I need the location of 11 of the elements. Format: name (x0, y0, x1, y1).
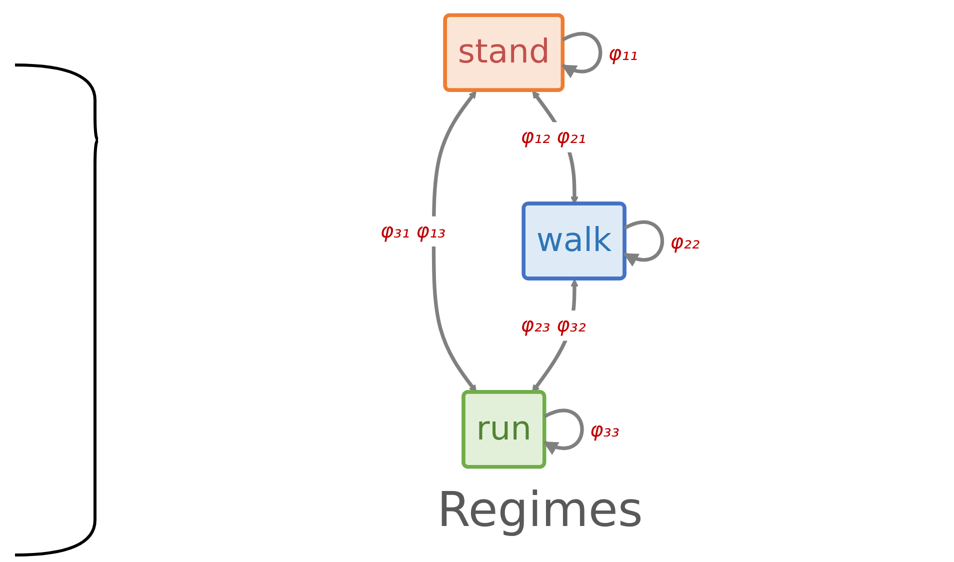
state-box: walk (522, 202, 626, 280)
state-box: run (462, 390, 546, 469)
arrow (432, 90, 477, 393)
loop-arrow (623, 220, 664, 266)
caption: Regimes (437, 482, 643, 538)
loop-arrow (561, 32, 602, 78)
state-box: stand (443, 13, 565, 92)
edge-label: φ₃₃ (590, 418, 620, 442)
loop-arrow (542, 408, 584, 454)
edge-label: φ₂₂ (670, 229, 700, 254)
edge-label: φ₁₁ (608, 40, 638, 65)
